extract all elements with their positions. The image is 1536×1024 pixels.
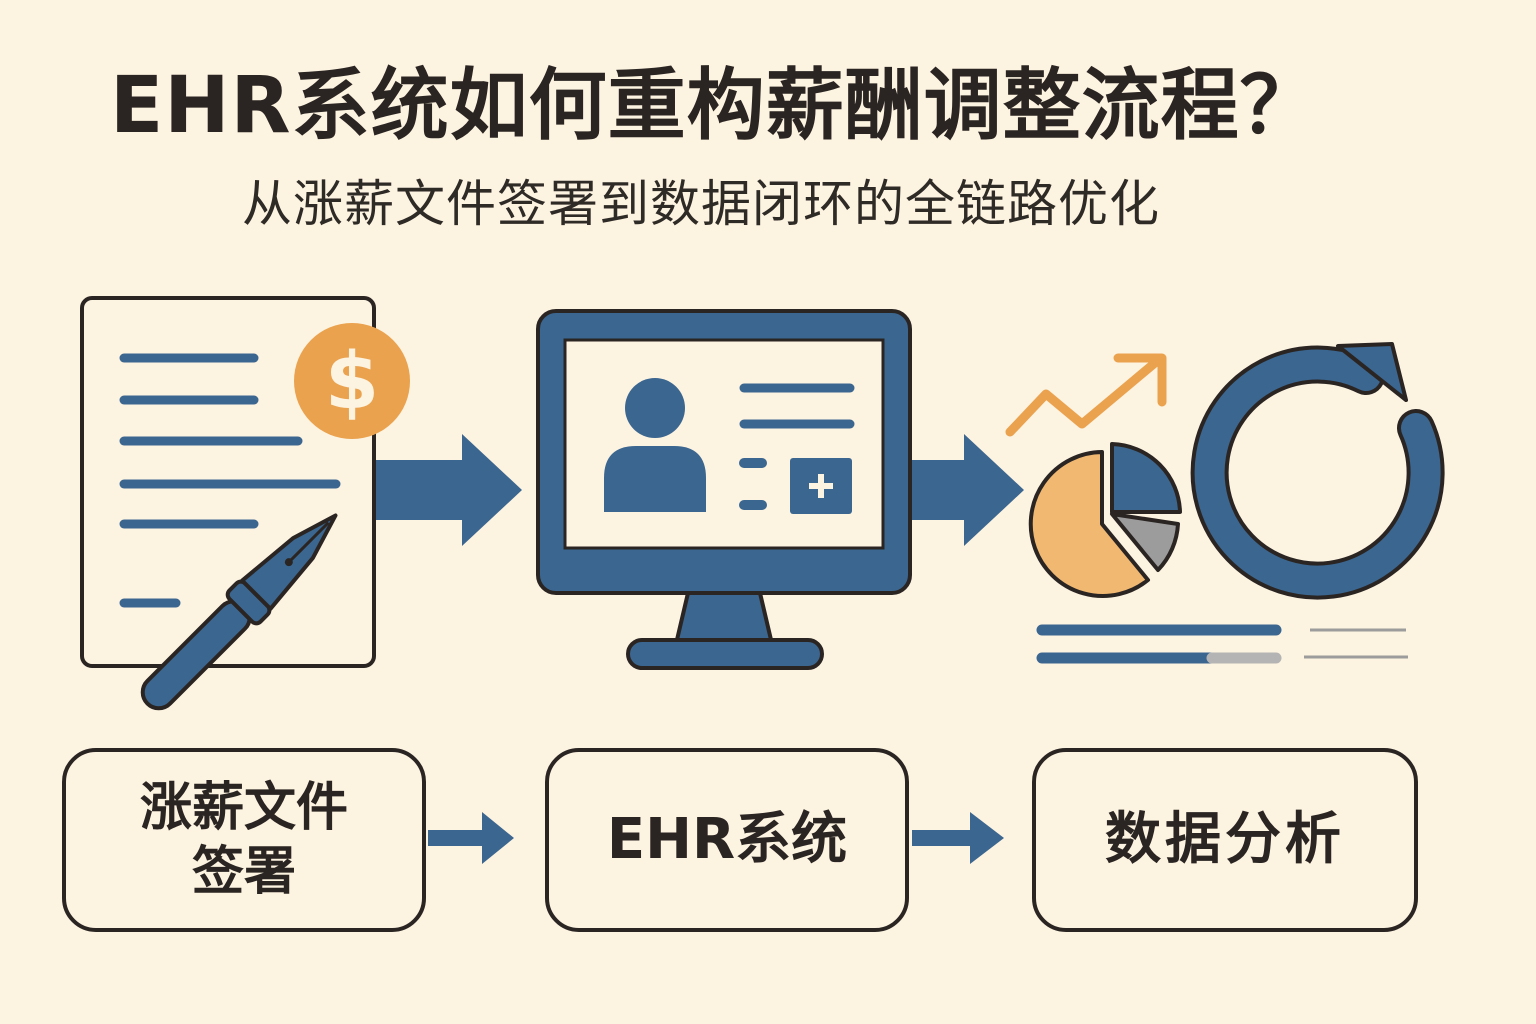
flow-arrow-2 <box>912 434 1024 546</box>
page-title: EHR系统如何重构薪酬调整流程？ <box>110 61 1319 151</box>
employee-profile-icon <box>604 378 855 514</box>
data-bars <box>1036 624 1408 664</box>
step-box-data-analysis: 数据分析 <box>1032 748 1418 932</box>
step-label-data-analysis: 数据分析 <box>1105 807 1345 872</box>
page-subtitle: 从涨薪文件签署到数据闭环的全链路优化 <box>242 175 1160 233</box>
coin-symbol: $ <box>325 337 379 427</box>
pie-chart-icon <box>1028 442 1182 598</box>
step-label-salary-document: 涨薪文件签署 <box>139 778 348 902</box>
step-arrow-2 <box>912 812 1004 864</box>
closed-loop-cycle-icon <box>1190 342 1445 600</box>
flow-arrow-1 <box>376 434 522 546</box>
step-arrow-1 <box>428 812 514 864</box>
step-label-ehr-system: EHR系统 <box>606 807 848 872</box>
fountain-pen-icon <box>140 513 338 711</box>
step-box-salary-document: 涨薪文件签署 <box>62 748 426 932</box>
trend-up-arrow-icon <box>1005 353 1167 437</box>
ehr-monitor-icon <box>536 309 912 670</box>
dollar-coin-icon: $ <box>294 323 410 439</box>
step-box-ehr-system: EHR系统 <box>545 748 909 932</box>
